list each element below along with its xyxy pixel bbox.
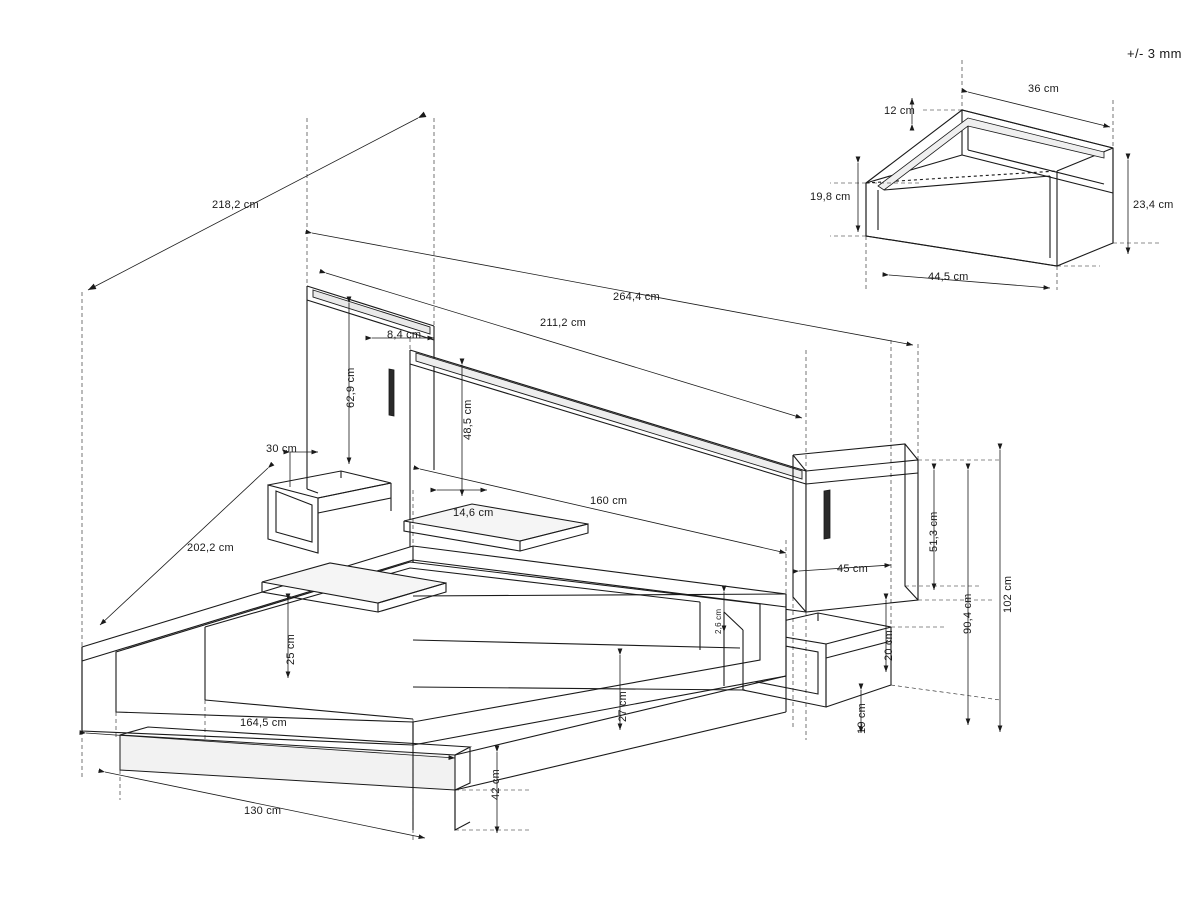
drawer-dimension-label-44-5: 44,5 cm <box>928 271 969 283</box>
dimension-label-2-6: 2,6 cm <box>714 608 723 634</box>
dimension-label-42: 42 cm <box>490 769 502 800</box>
dimension-lines <box>79 88 1131 840</box>
dimension-label-8-4: 8,4 cm <box>387 329 422 341</box>
dimension-label-218-2: 218,2 cm <box>212 199 259 211</box>
dimension-label-51-3: 51,3 cm <box>928 511 940 552</box>
dimension-label-48-5: 48,5 cm <box>462 399 474 440</box>
dimension-label-30: 30 cm <box>266 443 297 455</box>
drawer-dimension-label-36: 36 cm <box>1028 83 1059 95</box>
dimension-label-202-2: 202,2 cm <box>187 542 234 554</box>
dimension-label-27: 27 cm <box>617 691 629 722</box>
bed-geometry <box>81 109 1114 831</box>
dimension-label-264-4: 264,4 cm <box>613 291 660 303</box>
dimension-label-45: 45 cm <box>837 563 868 575</box>
dimension-label-164-5: 164,5 cm <box>240 717 287 729</box>
tolerance-note: +/- 3 mm <box>1127 46 1182 61</box>
dimension-label-19: 19 cm <box>856 703 868 734</box>
dimension-label-62-9: 62,9 cm <box>345 367 357 408</box>
dimension-label-20: 20 cm <box>883 630 895 661</box>
dimension-label-160: 160 cm <box>590 495 628 507</box>
dimension-label-90-4: 90,4 cm <box>962 593 974 634</box>
dimension-label-130: 130 cm <box>244 805 282 817</box>
drawer-dimension-label-23-4: 23,4 cm <box>1133 199 1174 211</box>
dimension-label-14-6: 14,6 cm <box>453 507 494 519</box>
dimension-label-102: 102 cm <box>1002 575 1014 613</box>
drawer-dimension-label-19-8: 19,8 cm <box>810 191 851 203</box>
dimension-label-25: 25 cm <box>285 634 297 665</box>
drawer-dimension-label-12: 12 cm <box>884 105 915 117</box>
dimension-label-211-2: 211,2 cm <box>540 317 587 329</box>
